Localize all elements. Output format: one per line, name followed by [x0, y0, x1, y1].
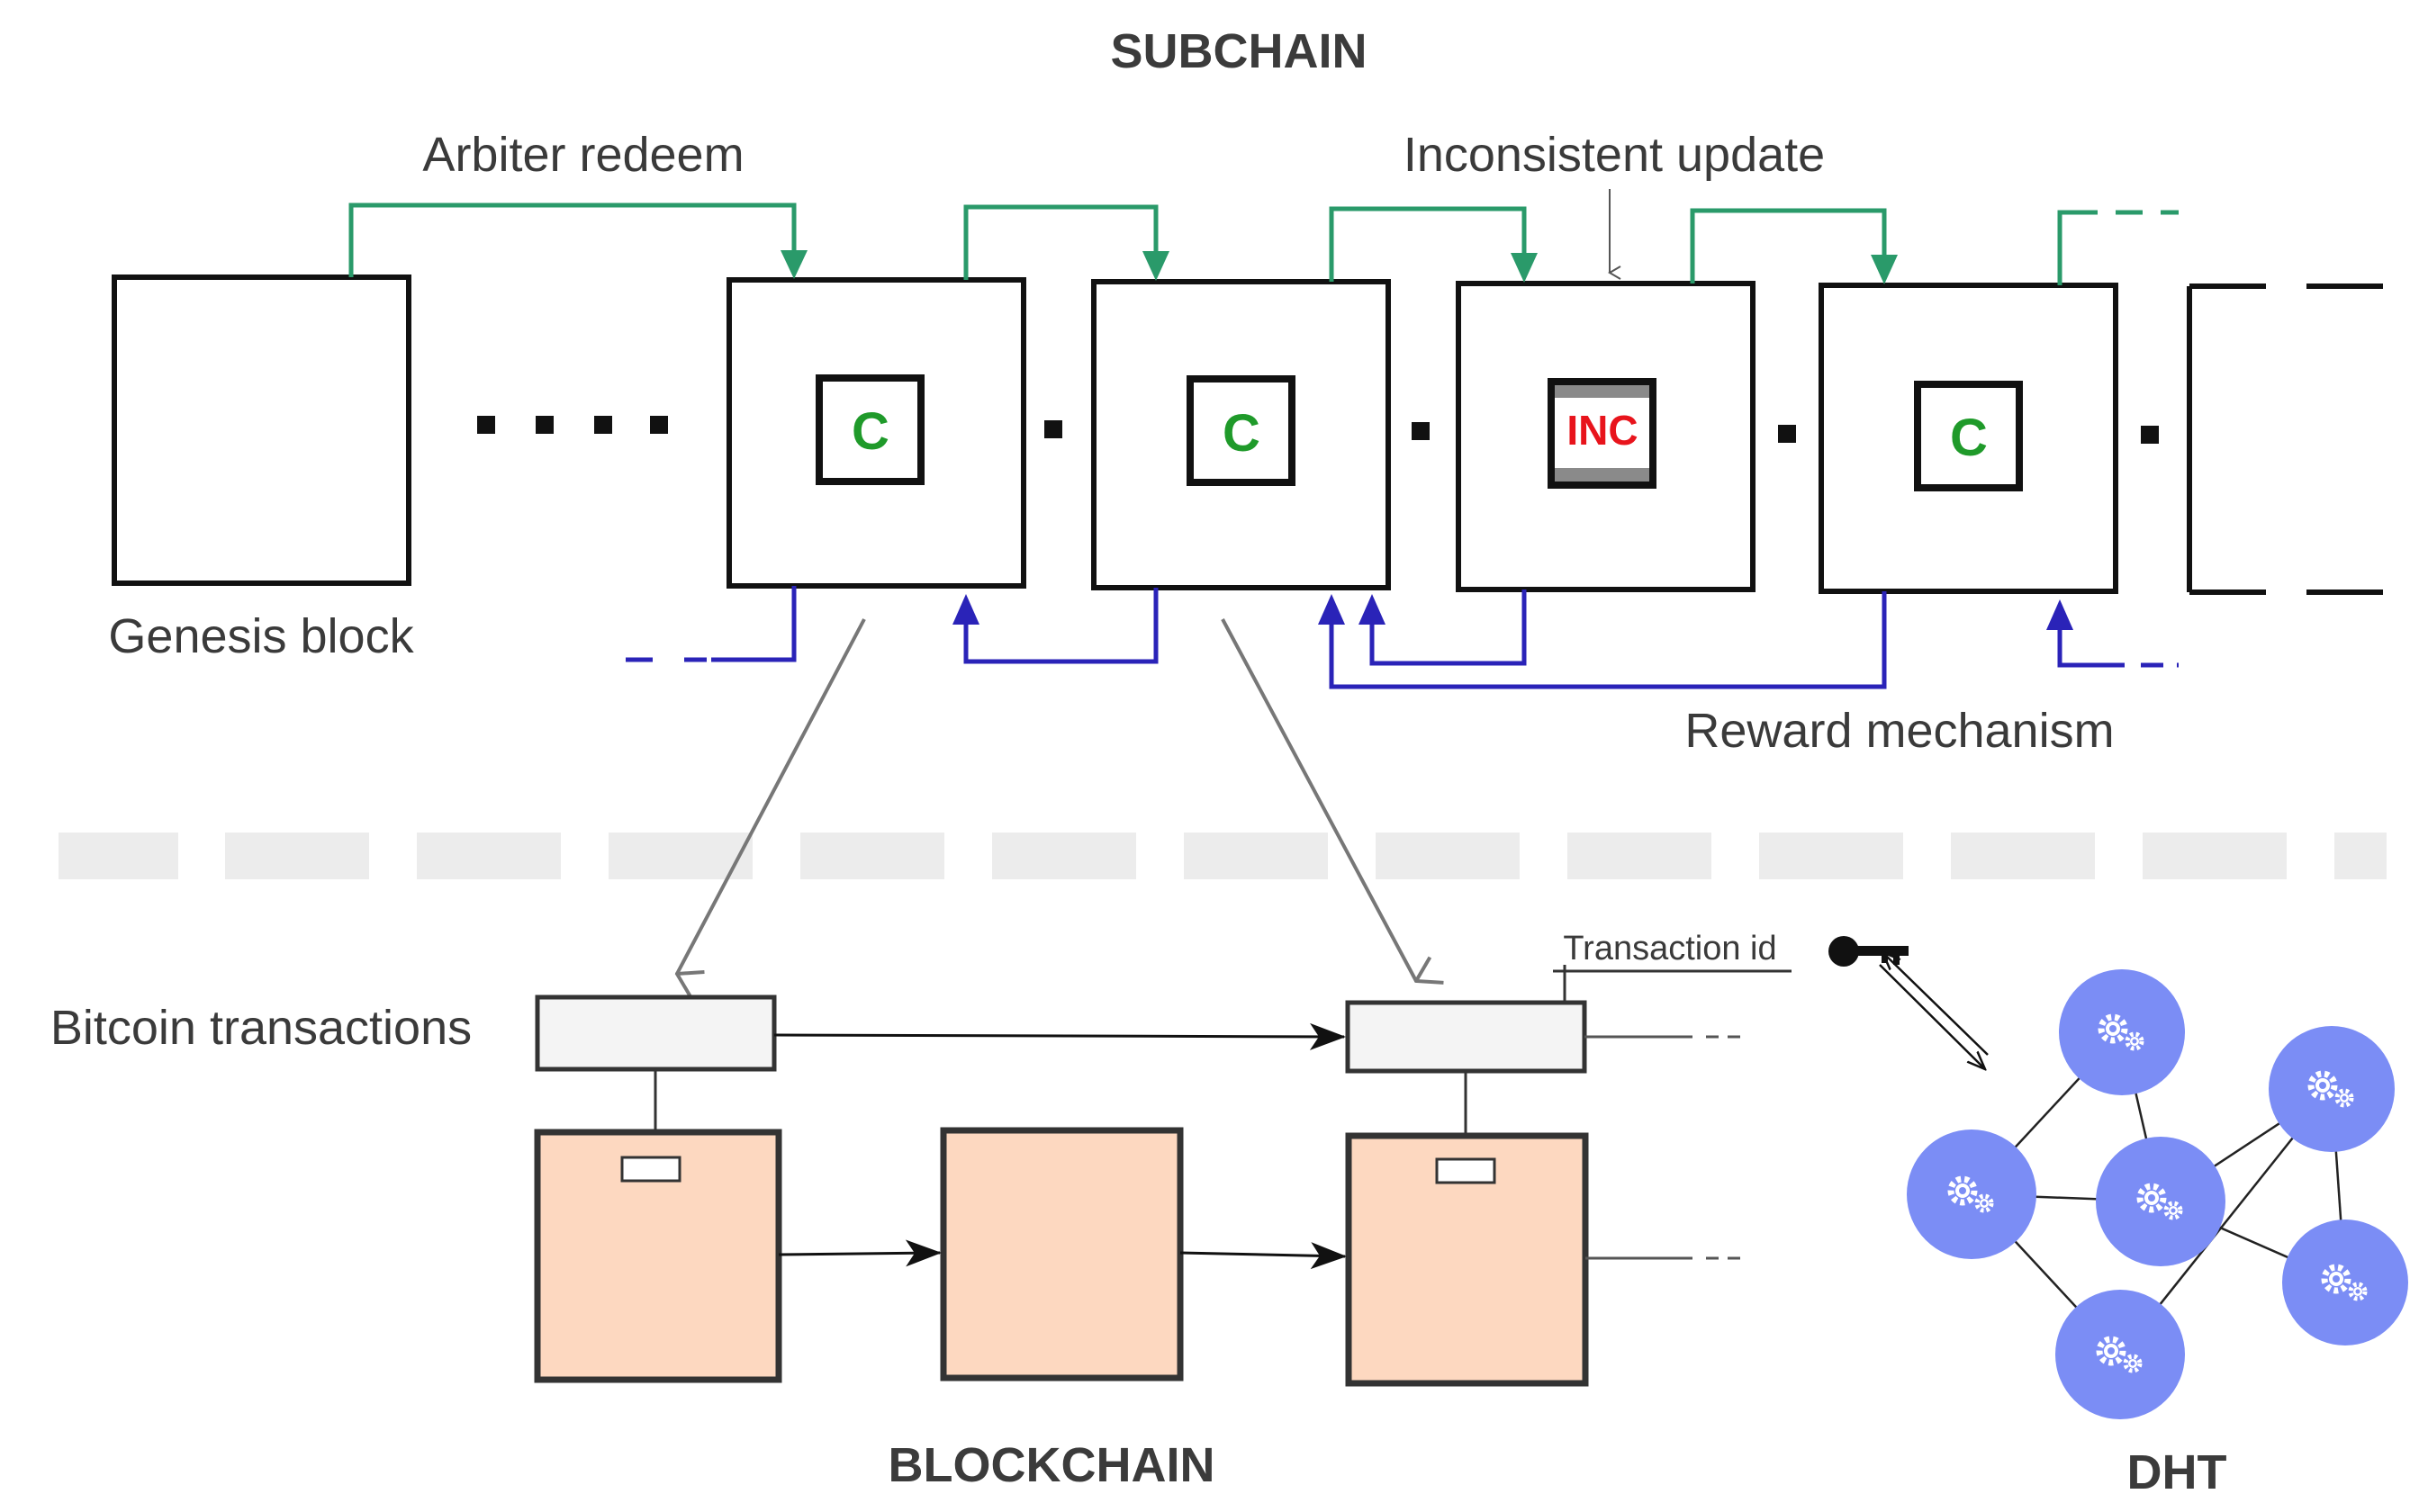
blue-arrowheads	[952, 594, 2073, 630]
subchain-title: SUBCHAIN	[1110, 24, 1367, 78]
dht-node-4	[2269, 1026, 2395, 1152]
genesis-label: Genesis block	[108, 609, 414, 663]
inconsistent-marker	[1548, 378, 1656, 489]
section-separator	[59, 832, 2387, 879]
dht-node-6	[2055, 1290, 2185, 1419]
dht-node-3	[2096, 1137, 2225, 1266]
bitcoin-transactions-label: Bitcoin transactions	[50, 1001, 472, 1055]
blockchain-block-2	[940, 1127, 1184, 1382]
genesis-block	[112, 274, 411, 586]
tx-slot-1	[620, 1156, 681, 1183]
arbiter-redeem-arrows	[348, 202, 2179, 285]
inconsistent-update-label: Inconsistent update	[1404, 128, 1825, 182]
dht-title: DHT	[2127, 1445, 2227, 1499]
inc-band-bottom	[1555, 468, 1649, 482]
link-dot	[1778, 425, 1796, 443]
block-link-2	[1179, 1242, 1347, 1270]
ellipsis-dots	[477, 416, 668, 434]
link-dot	[1412, 422, 1430, 440]
transaction-link	[773, 1022, 1346, 1050]
link-dot	[2141, 426, 2159, 444]
block-link-1	[778, 1239, 942, 1267]
anchor-arrow-1	[677, 618, 866, 974]
dht-response-arrow	[1882, 952, 1989, 1056]
reward-mechanism-arrows	[626, 586, 2179, 689]
tx-slot-3	[1435, 1157, 1496, 1184]
dht-query-arrow	[1879, 964, 1985, 1069]
link-dot	[1044, 420, 1062, 438]
anchor-arrow-2	[1221, 618, 1416, 981]
marker-label-2: C	[1223, 404, 1260, 463]
dht-node-2	[1907, 1130, 2036, 1259]
inc-band-top	[1555, 385, 1649, 398]
blockchain-title: BLOCKCHAIN	[889, 1438, 1215, 1492]
dht-node-1	[2059, 969, 2185, 1095]
dht-node-5	[2282, 1220, 2408, 1346]
transaction-id-label: Transaction id	[1563, 930, 1776, 968]
consistent-marker-4	[1914, 381, 2023, 491]
marker-label-4: C	[1950, 409, 1988, 467]
partial-next-block	[2187, 284, 2395, 595]
green-arrowheads	[781, 250, 1898, 284]
marker-label-3: INC	[1566, 407, 1638, 454]
transaction-2	[1345, 1000, 1587, 1074]
consistent-marker-1	[816, 374, 925, 485]
marker-label-1: C	[852, 402, 889, 461]
transaction-1	[535, 994, 777, 1072]
consistent-marker-2	[1187, 375, 1295, 486]
key-icon	[1828, 936, 1909, 967]
reward-mechanism-label: Reward mechanism	[1684, 704, 2114, 758]
arbiter-redeem-label: Arbiter redeem	[422, 128, 744, 182]
